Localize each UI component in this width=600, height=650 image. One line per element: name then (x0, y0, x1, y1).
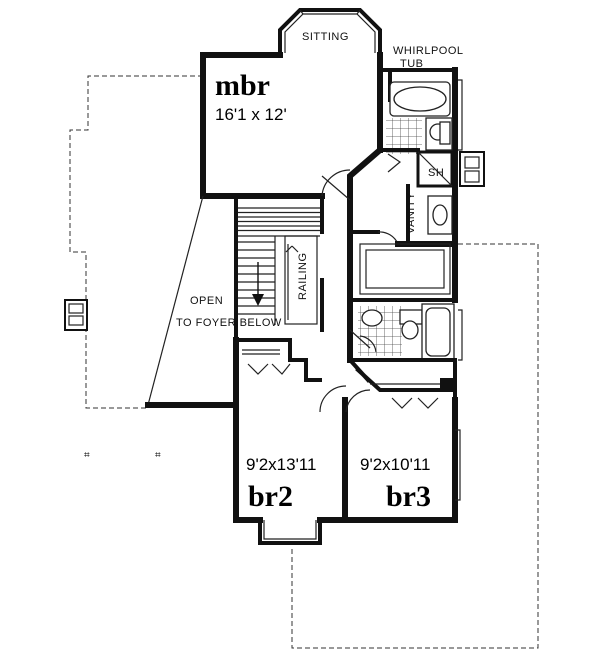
post-marks: ⌗ ⌗ (84, 450, 161, 461)
br3-walls (342, 367, 461, 523)
br2-bay-window (258, 518, 322, 545)
br2-size: 9'2x13'11 (246, 455, 316, 474)
side-windows (458, 79, 463, 361)
tub-label: TUB (400, 58, 424, 70)
shower-label: SH (428, 167, 444, 179)
br3-size: 9'2x10'11 (360, 455, 430, 474)
whirlpool-label: WHIRLPOOL (393, 45, 464, 57)
sitting-bay (278, 8, 382, 57)
hall-doors (321, 169, 377, 383)
mbr-size: 16'1 x 12' (215, 105, 287, 124)
whirlpool-bath (348, 68, 457, 302)
mbr-name: mbr (215, 69, 270, 102)
open-label: OPEN (190, 295, 223, 307)
chimney-right (459, 151, 485, 187)
br2-name: br2 (248, 480, 293, 513)
open-area-edge (145, 195, 239, 408)
hall-bath (348, 303, 457, 402)
svg-text:⌗: ⌗ (84, 450, 90, 461)
railing-label: RAILING (297, 252, 309, 300)
br3-name: br3 (386, 480, 431, 513)
vanity-label: VANITY (405, 192, 417, 234)
lower-floor-outline-right (291, 243, 539, 649)
sitting-label: SITTING (302, 31, 349, 43)
stairwell (234, 194, 324, 342)
lower-floor-outline-left (69, 75, 203, 409)
foyer-below-label: TO FOYER BELOW (176, 317, 282, 329)
svg-text:⌗: ⌗ (155, 450, 161, 461)
chimney-left (64, 299, 88, 331)
